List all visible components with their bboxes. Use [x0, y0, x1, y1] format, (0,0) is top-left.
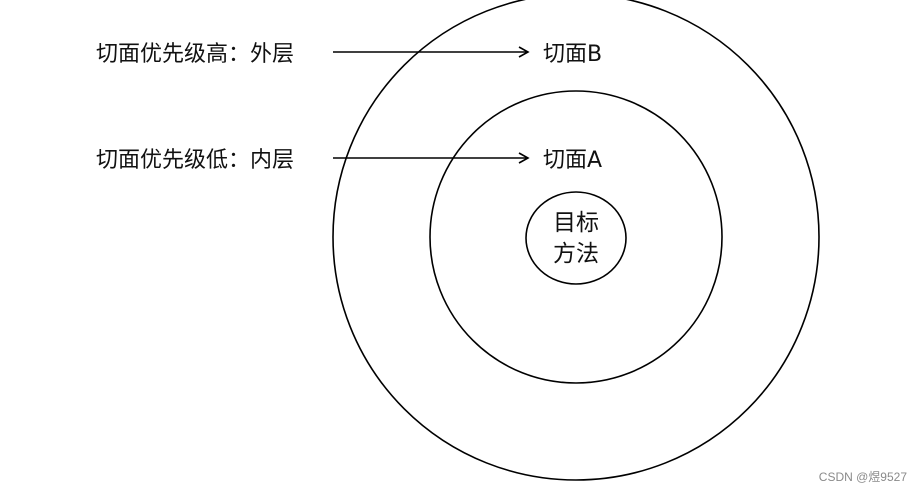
label-aspect-a: 切面A [543, 148, 602, 173]
center-circle-target-method [525, 191, 627, 285]
label-low-priority-inner: 切面优先级低：内层 [96, 148, 294, 173]
inner-circle-aspect-a [429, 90, 723, 384]
label-high-priority-outer: 切面优先级高：外层 [96, 42, 294, 67]
label-aspect-b: 切面B [543, 42, 602, 67]
watermark-text: CSDN @煜9527 [818, 470, 907, 484]
label-target-line-2: 方法 [553, 241, 599, 267]
outer-circle-aspect-b [332, 0, 820, 481]
label-target-line-1: 目标 [553, 210, 599, 236]
